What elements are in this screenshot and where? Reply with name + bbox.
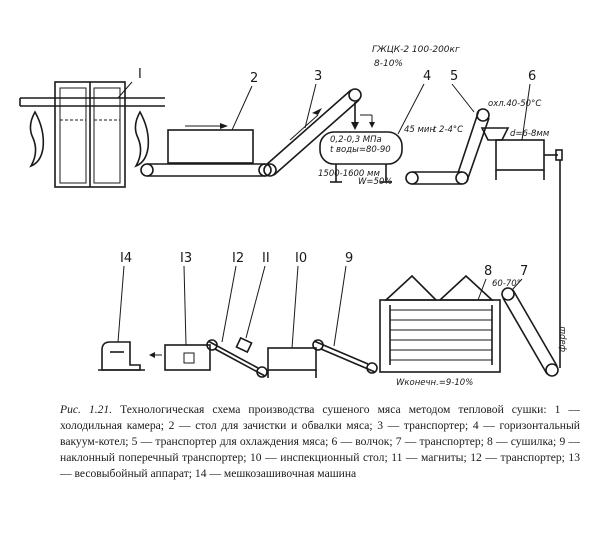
label-7: 7 bbox=[520, 264, 528, 279]
caption-label: Рис. 1.21. bbox=[60, 403, 113, 416]
conveyor-12 bbox=[206, 339, 268, 378]
note-final-moisture: Wконечн.=9-10% bbox=[396, 378, 473, 388]
cross-conveyor-9 bbox=[312, 339, 378, 374]
label-1: I bbox=[138, 67, 142, 82]
label-14: I4 bbox=[120, 251, 132, 266]
note-top-1: ГЖЦК-2 100-200кг bbox=[372, 45, 460, 55]
note-boiler-size: 1500-1600 мм bbox=[318, 169, 380, 179]
weighing-apparatus bbox=[149, 344, 211, 371]
label-8: 8 bbox=[484, 264, 492, 279]
note-moisture-50: W=50% bbox=[358, 177, 392, 187]
dryer bbox=[379, 274, 501, 373]
sewing-machine bbox=[98, 341, 145, 371]
caption-text: Технологическая схема производства сушен… bbox=[60, 403, 580, 480]
label-9: 9 bbox=[345, 251, 353, 266]
label-5: 5 bbox=[450, 69, 458, 84]
inclined-conveyor-3 bbox=[263, 88, 362, 177]
note-time: 45 мин bbox=[404, 125, 435, 135]
process-flow-diagram: I 2 3 4 0,2-0,3 МПа t воды=80-90 bbox=[19, 45, 568, 388]
label-2: 2 bbox=[250, 71, 258, 86]
label-6: 6 bbox=[528, 69, 536, 84]
note-cooling: охл.40-50°С bbox=[488, 99, 541, 109]
magnets bbox=[235, 336, 253, 354]
trimming-table bbox=[140, 123, 272, 177]
label-3: 3 bbox=[314, 69, 322, 84]
label-10: I0 bbox=[295, 251, 307, 266]
inspection-table bbox=[267, 347, 317, 378]
cold-chamber bbox=[19, 81, 165, 188]
note-top-2: 8-10% bbox=[374, 59, 403, 69]
label-12: I2 bbox=[232, 251, 244, 266]
label-4: 4 bbox=[423, 69, 431, 84]
note-grinder: d=6-8мм bbox=[510, 129, 550, 139]
vacuum-boiler bbox=[319, 102, 403, 183]
note-dryer-temp: 60-70° bbox=[492, 279, 521, 289]
grinder bbox=[480, 127, 563, 180]
conveyor-7 bbox=[501, 287, 559, 377]
note-temp: t 2-4°С bbox=[433, 125, 463, 135]
label-13: I3 bbox=[180, 251, 192, 266]
figure-caption: Рис. 1.21. Технологическая схема произво… bbox=[60, 402, 580, 482]
label-11: II bbox=[262, 251, 270, 266]
note-vacuum-pressure: 0,2-0,3 МПа bbox=[330, 135, 382, 145]
note-output: фарш bbox=[558, 326, 568, 352]
cooling-conveyor-5 bbox=[405, 108, 490, 185]
note-water-temp: t воды=80-90 bbox=[330, 145, 391, 155]
